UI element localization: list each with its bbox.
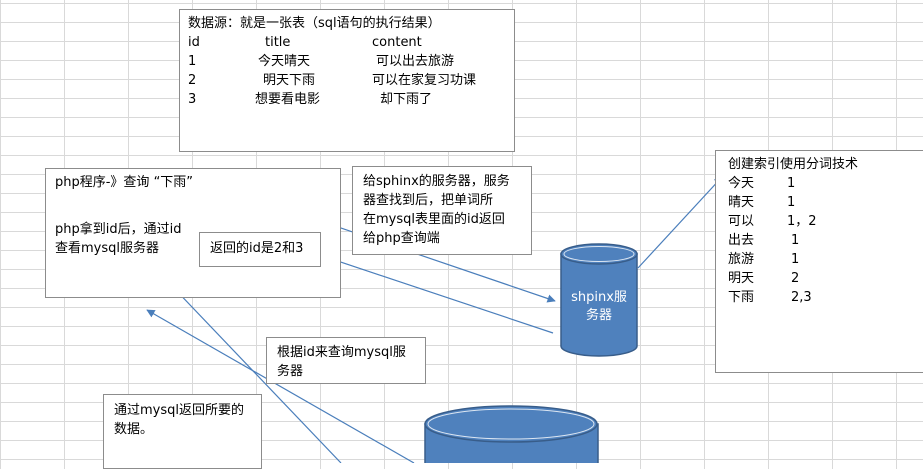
sphinx-server-label-line-1: shpinx服 [571, 290, 627, 305]
index-entry-word: 可以 [728, 214, 755, 229]
index-title: 创建索引使用分词技术 [728, 157, 859, 172]
index-entry-ids: 2,3 [791, 290, 812, 305]
row-3-id: 3 [188, 92, 197, 107]
index-entry-word: 下雨 [728, 290, 755, 305]
index-entry-ids: 1 [791, 252, 800, 267]
php-after-line-1: php拿到id后，通过id [55, 222, 182, 237]
sphinx-note-box: 给sphinx的服务器，服务 器查找到后，把单词所 在mysql表里面的id返回… [352, 166, 532, 255]
datasource-title: 数据源：就是一张表（sql语句的执行结果） [188, 16, 441, 31]
index-box: 创建索引使用分词技术 今天 1 晴天 1 可以 1，2 出去 1 旅游 1 明天… [715, 150, 923, 373]
index-entry-word: 今天 [728, 176, 755, 191]
index-entry-word: 明天 [728, 271, 755, 286]
datasource-box: 数据源：就是一张表（sql语句的执行结果） id title content 1… [179, 9, 515, 152]
index-entry-ids: 2 [791, 271, 800, 286]
row-2-content: 可以在家复习功课 [372, 73, 477, 88]
row-2-id: 2 [188, 73, 197, 88]
mysql-return-box: 通过mysql返回所要的 数据。 [103, 394, 262, 469]
query-mysql-line-1: 根据id来查询mysql服 [277, 345, 406, 360]
mysql-return-line-1: 通过mysql返回所要的 [114, 403, 244, 418]
mysql-return-line-2: 数据。 [114, 422, 154, 437]
index-entry-ids: 1 [787, 195, 796, 210]
row-3-content: 却下雨了 [380, 92, 433, 107]
index-entry-word: 旅游 [728, 252, 755, 267]
sphinx-note-line-3: 在mysql表里面的id返回 [363, 212, 505, 227]
php-query-text: php程序-》查询 “下雨” [55, 175, 194, 190]
sphinx-note-line-2: 器查找到后，把单词所 [363, 193, 494, 208]
index-entry-word: 晴天 [728, 195, 755, 210]
index-entry-word: 出去 [728, 233, 755, 248]
index-entry-ids: 1 [787, 176, 796, 191]
sphinx-server-label-line-2: 务器 [585, 308, 612, 323]
index-entry-ids: 1，2 [787, 214, 817, 229]
sphinx-note-line-1: 给sphinx的服务器，服务 [363, 174, 510, 189]
index-entry-ids: 1 [791, 233, 800, 248]
returned-ids-box: 返回的id是2和3 [199, 232, 321, 267]
arrow-sphinx-to-index [637, 176, 723, 269]
column-header-title: title [265, 35, 291, 50]
row-1-content: 可以出去旅游 [376, 54, 455, 69]
sphinx-server-label: shpinx服 务器 [561, 289, 637, 325]
row-3-title: 想要看电影 [255, 92, 321, 107]
sphinx-note-line-4: 给php查询端 [363, 231, 440, 246]
returned-ids-text: 返回的id是2和3 [210, 241, 304, 256]
row-2-title: 明天下雨 [263, 73, 316, 88]
query-mysql-line-2: 务器 [277, 364, 304, 379]
row-1-id: 1 [188, 54, 197, 69]
datasource-table: id title content 1 今天晴天 可以出去旅游 2 明天下雨 可以… [188, 33, 514, 109]
column-header-id: id [188, 35, 200, 50]
row-1-title: 今天晴天 [258, 54, 311, 69]
php-after-line-2: 查看mysql服务器 [55, 241, 159, 256]
index-entries: 今天 1 晴天 1 可以 1，2 出去 1 旅游 1 明天 2 下雨 2,3 [728, 174, 923, 307]
column-header-content: content [372, 35, 422, 50]
query-mysql-box: 根据id来查询mysql服 务器 [266, 337, 426, 384]
mysql-server-cylinder [424, 405, 599, 463]
